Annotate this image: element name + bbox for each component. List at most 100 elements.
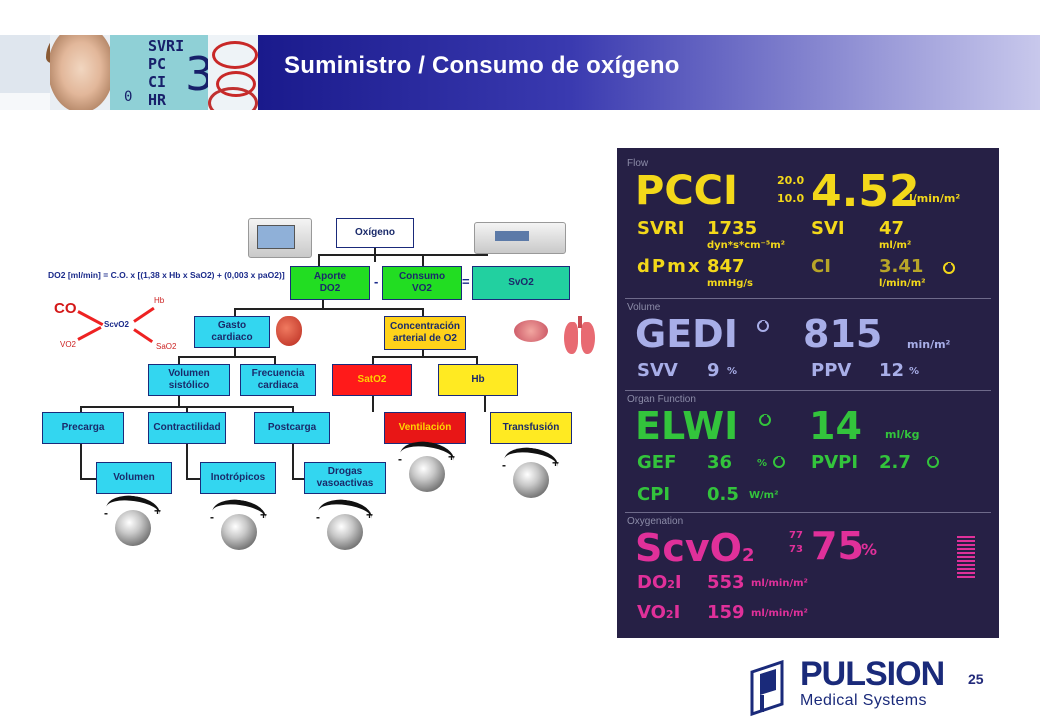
scvo2-label: ScvO2	[635, 526, 755, 570]
section-oxygenation-title: Oxygenation	[627, 516, 684, 527]
scvo2-unit: %	[861, 540, 878, 559]
ci-unit: l/min/m²	[879, 278, 926, 289]
node-consumo: Consumo VO2	[382, 266, 462, 300]
node-drogas-vasoactivas: Drogas vasoactivas	[304, 462, 386, 494]
svi-label: SVI	[811, 218, 845, 239]
pcci-high-limit: 20.0	[777, 174, 805, 187]
pcci-label: PCCI	[635, 168, 738, 214]
gedi-gauge-icon	[757, 320, 769, 332]
header-screen-label: PC	[148, 55, 167, 73]
node-sato2: SatO2	[332, 364, 412, 396]
diagram-minus-operator: -	[374, 274, 379, 289]
gef-unit: %	[757, 458, 768, 469]
pcci-value: 4.52	[811, 166, 920, 217]
adjust-knob: -+	[208, 496, 270, 562]
section-volume-title: Volume	[627, 302, 661, 313]
header-bar	[258, 35, 1040, 110]
brand-subtitle: Medical Systems	[800, 692, 927, 709]
sao2-label: SaO2	[156, 342, 177, 351]
section-divider	[625, 512, 991, 513]
node-volumen-sistolico: Volumen sistólico	[148, 364, 230, 396]
node-volumen: Volumen	[96, 462, 172, 494]
svri-unit: dyn*s*cm⁻⁵m²	[707, 240, 786, 251]
vo2i-unit: ml/min/m²	[751, 608, 808, 619]
scvo2-trend-bars	[957, 536, 975, 584]
gef-value: 36	[707, 452, 733, 473]
heart-icon	[276, 316, 302, 346]
dpmx-label: dPmx	[637, 256, 702, 277]
monitor-device-icon	[248, 218, 312, 258]
node-oxigeno: Oxígeno	[336, 218, 414, 248]
page-number: 25	[968, 671, 984, 687]
cpi-unit: W/m²	[749, 490, 779, 501]
oxygen-flow-diagram: Oxígeno Aporte DO2 - Consumo VO2 = SvO2 …	[38, 212, 610, 562]
dpmx-unit: mmHg/s	[707, 278, 753, 289]
scvo2-center-label: ScvO2	[104, 320, 129, 329]
node-aporte: Aporte DO2	[290, 266, 370, 300]
svi-value: 47	[879, 218, 905, 239]
svri-value: 1735	[707, 218, 758, 239]
header-tubes	[208, 35, 258, 110]
adjust-knob: -+	[314, 496, 376, 562]
section-flow-title: Flow	[627, 158, 649, 169]
dpmx-value: 847	[707, 256, 745, 277]
hb-label: Hb	[154, 296, 165, 305]
pcci-unit: l/min/m²	[909, 192, 961, 205]
picco-monitor-screen: Flow PCCI 20.0 10.0 4.52 l/min/m² SVRI 1…	[617, 148, 999, 638]
node-gasto-cardiaco: Gasto cardiaco	[194, 316, 270, 348]
node-inotropicos: Inotrópicos	[200, 462, 276, 494]
arrow-hb	[133, 306, 155, 323]
brand-name: PULSION	[800, 655, 945, 693]
section-organ-title: Organ Function	[627, 394, 696, 405]
elwi-unit: ml/kg	[885, 428, 920, 441]
header-screen-label: CI	[148, 73, 167, 91]
node-svo2: SvO2	[472, 266, 570, 300]
ppv-unit: %	[909, 366, 920, 377]
header-monitor-screen: SVRI PC CI HR 3 0	[110, 35, 214, 110]
section-divider	[625, 298, 991, 299]
node-frecuencia-cardiaca: Frecuencia cardiaca	[240, 364, 316, 396]
scvo2-high-limit: 77	[789, 530, 803, 541]
svv-value: 9	[707, 360, 720, 381]
pcci-low-limit: 10.0	[777, 192, 805, 205]
do2i-label: DO2I	[637, 572, 682, 593]
header-screen-label: HR	[148, 91, 167, 109]
diagram-equals-operator: =	[462, 274, 470, 289]
header-photo: SVRI PC CI HR 3 0	[0, 35, 258, 110]
section-divider	[625, 390, 991, 391]
cpi-label: CPI	[637, 484, 671, 505]
arrow-vo2	[77, 325, 102, 341]
lungs-icon	[564, 316, 596, 356]
header-screen-label: SVRI	[148, 37, 185, 55]
vo2-label: VO2	[60, 340, 77, 349]
node-postcarga: Postcarga	[254, 412, 330, 444]
node-hb: Hb	[438, 364, 518, 396]
cpi-value: 0.5	[707, 484, 739, 505]
vo2i-value: 159	[707, 602, 745, 623]
adjust-knob: -+	[102, 492, 164, 558]
svri-label: SVRI	[637, 218, 685, 239]
pvpi-label: PVPI	[811, 452, 859, 473]
ci-gauge-icon	[943, 262, 955, 274]
ci-label: CI	[811, 256, 831, 277]
pulsion-logo-icon	[750, 660, 784, 717]
elwi-value: 14	[809, 404, 862, 448]
svv-label: SVV	[637, 360, 678, 381]
node-precarga: Precarga	[42, 412, 124, 444]
arrow-sao2	[133, 328, 154, 344]
ppv-label: PPV	[811, 360, 852, 381]
scvo2-value: 75	[811, 524, 864, 568]
analyzer-device-icon	[474, 222, 566, 254]
gedi-label: GEDI	[635, 312, 738, 356]
do2i-unit: ml/min/m²	[751, 578, 808, 589]
ppv-value: 12	[879, 360, 905, 381]
adjust-knob: -+	[500, 444, 562, 510]
svv-unit: %	[727, 366, 738, 377]
node-ventilacion: Ventilación	[384, 412, 466, 444]
do2i-value: 553	[707, 572, 745, 593]
vessel-icon	[514, 320, 548, 342]
do2-formula: DO2 [ml/min] = C.O. x [(1,38 x Hb x SaO2…	[48, 270, 285, 280]
node-concentracion: Concentración arterial de O2	[384, 316, 466, 350]
ci-value: 3.41	[879, 256, 924, 277]
